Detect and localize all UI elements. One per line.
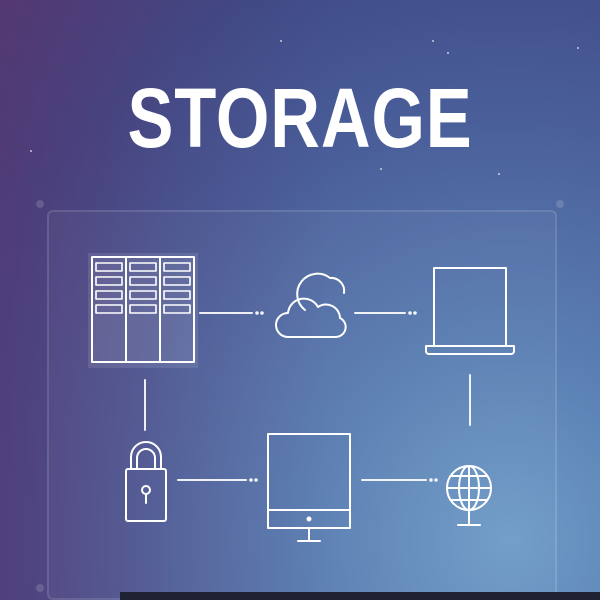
bottom-bar (120, 592, 600, 600)
panel-corner (36, 584, 44, 592)
star-dot (498, 173, 500, 175)
globe-icon (446, 465, 492, 526)
page-title: STORAGE (127, 71, 473, 165)
laptop-icon (425, 267, 515, 355)
connector-lines (144, 311, 471, 482)
star-dot (432, 40, 434, 42)
desktop-monitor-icon (267, 433, 351, 542)
star-dot (577, 47, 579, 49)
star-dot (380, 168, 382, 170)
panel-corner (556, 200, 564, 208)
star-dot (280, 40, 282, 42)
cloud-icon (275, 272, 347, 338)
star-dot (30, 150, 32, 152)
padlock-icon (125, 441, 167, 522)
server-rack-icon (88, 253, 198, 368)
panel-corner (36, 200, 44, 208)
star-dot (447, 52, 449, 54)
